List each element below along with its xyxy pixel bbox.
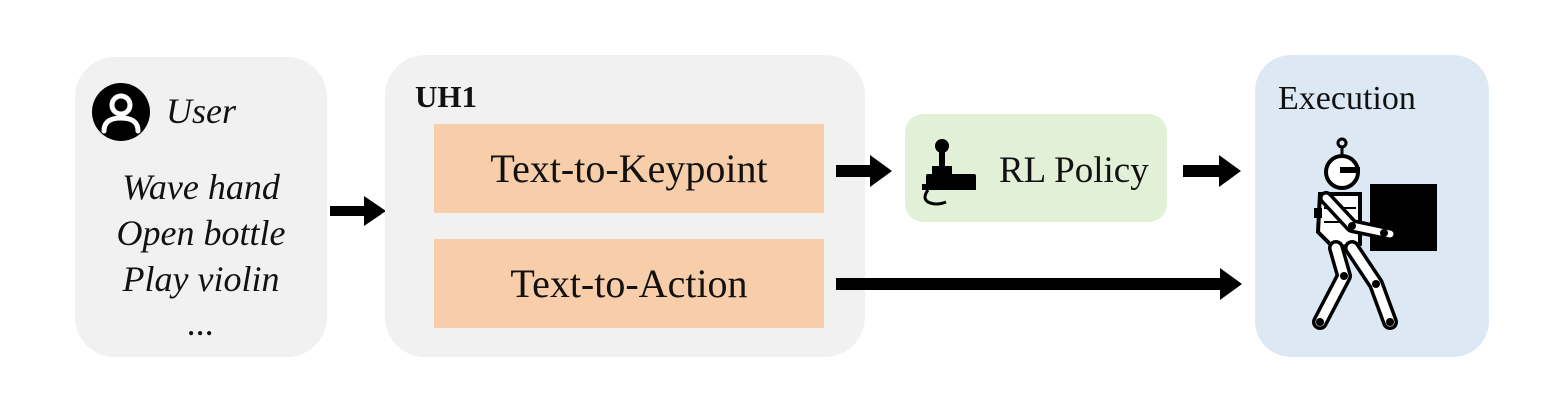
joystick-icon [922, 139, 976, 206]
arrow-policy-to-execution [1183, 155, 1241, 187]
module-label: Text-to-Action [510, 261, 748, 306]
user-command: Play violin [122, 259, 280, 299]
arrow-keypoint-to-policy [836, 155, 892, 187]
rl-policy-label: RL Policy [999, 150, 1149, 191]
user-command: Open bottle [116, 213, 286, 253]
text-to-action-module: Text-to-Action [434, 239, 824, 328]
execution-title: Execution [1278, 80, 1416, 117]
module-label: Text-to-Keypoint [490, 146, 768, 191]
user-avatar-icon [92, 83, 150, 141]
user-command-ellipsis: ... [187, 303, 215, 343]
arrow-user-to-uh1 [330, 196, 386, 226]
user-title: User [166, 91, 236, 131]
text-to-keypoint-module: Text-to-Keypoint [434, 124, 824, 213]
robot-carrying-box-icon [1312, 137, 1437, 330]
arrow-action-to-execution [836, 268, 1242, 300]
uh1-title: UH1 [415, 79, 477, 114]
user-command: Wave hand [122, 167, 280, 207]
